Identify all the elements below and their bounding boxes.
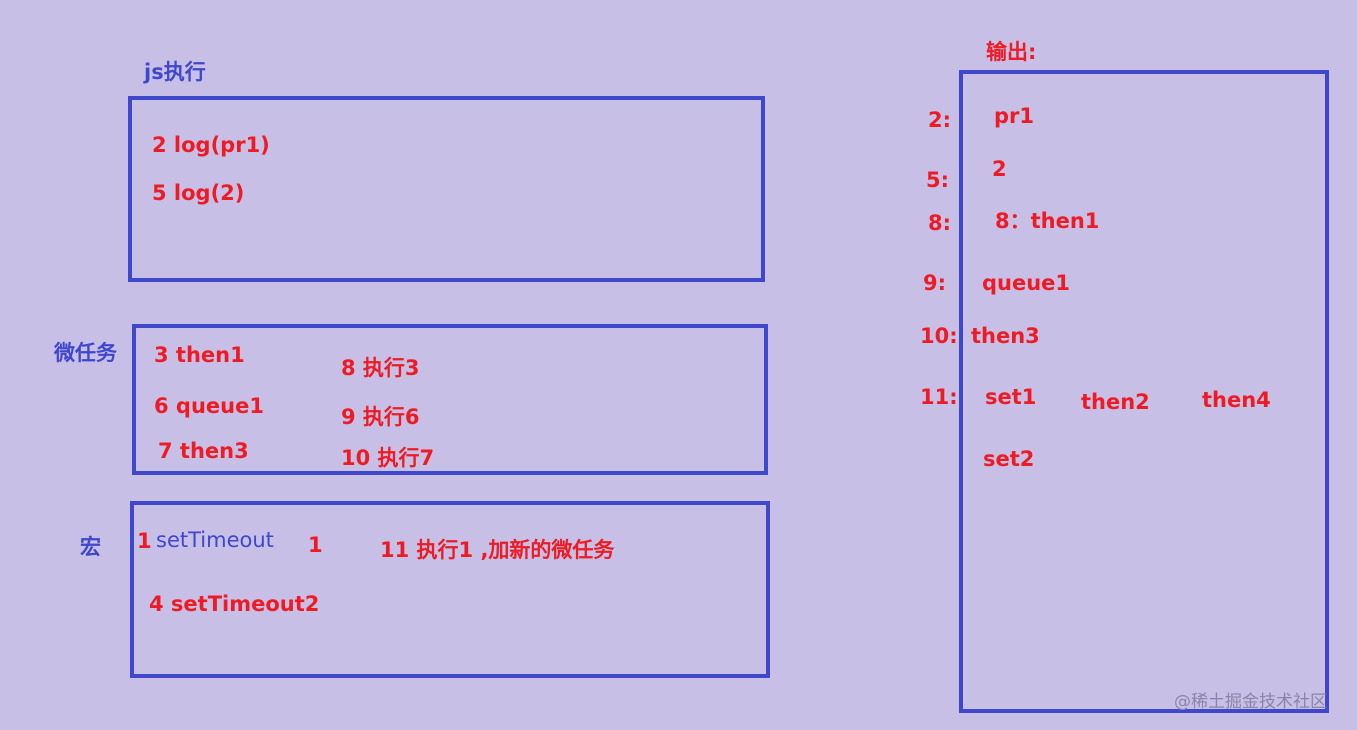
macrotask-note: 11 执行1 ,加新的微任务 (380, 538, 615, 562)
output-value-set1: set1 (985, 385, 1037, 409)
microtask-exec-2: 9 执行6 (341, 405, 420, 429)
macrotask-box (130, 501, 770, 678)
output-box (959, 70, 1329, 713)
macrotask-extra: 1 (308, 533, 323, 557)
output-value-set2: set2 (983, 447, 1035, 471)
macrotask-settimeout: setTimeout (156, 528, 274, 552)
js-exec-box (128, 96, 765, 282)
output-step-9: 9: (923, 271, 947, 295)
microtask-exec-3: 10 执行7 (341, 446, 435, 470)
microtask-item-3: 7 then3 (158, 439, 249, 463)
output-value-queue1: queue1 (982, 271, 1071, 295)
microtask-item-2: 6 queue1 (154, 394, 264, 418)
output-step-8: 8: (928, 211, 952, 235)
output-step-5: 5: (926, 168, 950, 192)
js-exec-line-2: 5 log(2) (152, 181, 245, 205)
output-value-then4: then4 (1202, 388, 1271, 412)
watermark: @稀土掘金技术社区 (1174, 692, 1327, 712)
macrotask-num-1: 1 (137, 529, 152, 553)
output-value-pr1: pr1 (994, 104, 1035, 128)
js-exec-line-1: 2 log(pr1) (152, 133, 270, 157)
macrotask-row-2: 4 setTimeout2 (149, 592, 320, 616)
output-step-10: 10: (920, 324, 958, 348)
microtask-exec-1: 8 执行3 (341, 356, 420, 380)
output-title: 输出: (986, 40, 1037, 64)
output-value-then2: then2 (1081, 390, 1150, 414)
output-step-2: 2: (928, 108, 952, 132)
output-step-11: 11: (920, 385, 958, 409)
macrotask-title: 宏 (80, 535, 101, 559)
microtask-item-1: 3 then1 (154, 343, 245, 367)
microtask-title: 微任务 (54, 341, 117, 365)
output-value-then1: 8：then1 (995, 209, 1100, 233)
output-value-2: 2 (992, 157, 1007, 181)
output-value-then3: then3 (971, 324, 1040, 348)
microtask-box (132, 324, 768, 475)
js-exec-title: js执行 (144, 60, 206, 84)
